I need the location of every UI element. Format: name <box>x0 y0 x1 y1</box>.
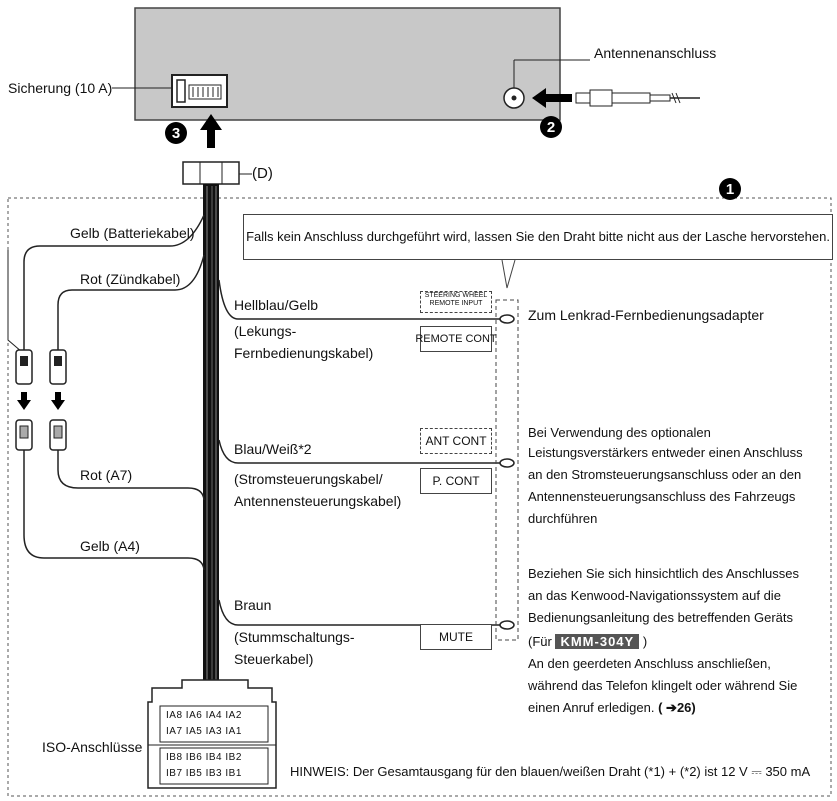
iso-pins-a-top: IA8 IA6 IA4 IA2 <box>166 710 242 721</box>
yellow-a4-label: Gelb (A4) <box>80 538 140 554</box>
connector-d <box>182 161 240 185</box>
nav-text-3: Bedienungsanleitung des betreffenden Ger… <box>528 610 794 625</box>
page-reference: ( ➔26) <box>658 700 696 715</box>
mute-tag: MUTE <box>420 624 492 650</box>
ground-text-2: während das Telefon klingelt oder währen… <box>528 678 798 693</box>
amp-text-4: Antennensteuerungsanschluss des Fahrzeug… <box>528 489 796 504</box>
steering-adapter-text: Zum Lenkrad-Fernbedienungsadapter <box>528 307 764 323</box>
antenna-arrow <box>532 88 572 108</box>
iso-pins-b-bottom: IB7 IB5 IB3 IB1 <box>166 768 242 779</box>
nav-text-1: Beziehen Sie sich hinsichtlich des Ansch… <box>528 566 799 581</box>
bluewhite-title: Blau/Weiß*2 <box>234 441 312 457</box>
p-cont-tag: P. CONT <box>420 468 492 494</box>
lightblue-title: Hellblau/Gelb <box>234 297 319 313</box>
step-2-badge: 2 <box>540 116 562 138</box>
ground-text-3: einen Anruf erledigen. ( ➔26) <box>528 700 696 715</box>
fuse-label: Sicherung (10 A) <box>8 80 113 96</box>
ant-cont-tag: ANT CONT <box>420 428 492 454</box>
lightblue-desc-2: Fernbedienungskabel) <box>234 345 374 361</box>
step-1-badge: 1 <box>719 178 741 200</box>
note-callout: Falls kein Anschluss durchgeführt wird, … <box>243 214 833 260</box>
antenna-label: Antennenanschluss <box>594 45 717 61</box>
iso-label: ISO-Anschlüsse <box>42 739 143 755</box>
amp-text-2: Leistungsverstärkers entweder einen Ansc… <box>528 445 803 460</box>
brown-desc-1: (Stummschaltungs- <box>234 629 355 645</box>
amp-text-5: durchführen <box>528 511 598 526</box>
insert-arrow <box>200 114 222 148</box>
yellow-battery-label: Gelb (Batteriekabel) <box>70 225 195 241</box>
lightblue-desc-1: (Lekungs- <box>234 323 297 339</box>
brown-desc-2: Steuerkabel) <box>234 651 314 667</box>
nav-text-2: an das Kenwood-Navigationssystem auf die <box>528 588 781 603</box>
for-model-line: (Für KMM-304Y ) <box>528 634 648 649</box>
kmm-model-badge: KMM-304Y <box>555 634 640 649</box>
iso-pins-a-bottom: IA7 IA5 IA3 IA1 <box>166 726 242 737</box>
brown-title: Braun <box>234 597 272 613</box>
amp-text-1: Bei Verwendung des optionalen <box>528 425 711 440</box>
red-a7-label: Rot (A7) <box>80 467 133 483</box>
hinweis-note: HINWEIS: Der Gesamtausgang für den blaue… <box>290 764 811 779</box>
step-3-badge: 3 <box>165 122 187 144</box>
bluewhite-desc-1: (Stromsteuerungskabel/ <box>234 471 383 487</box>
harness-frame <box>7 197 832 797</box>
remote-cont-tag: REMOTE CONT <box>415 326 497 352</box>
steering-wheel-tag: STEERING WHEEL REMOTE INPUT <box>420 291 492 313</box>
iso-pins-b-top: IB8 IB6 IB4 IB2 <box>166 752 242 763</box>
red-ignition-label: Rot (Zündkabel) <box>80 271 181 287</box>
note-text: Falls kein Anschluss durchgeführt wird, … <box>246 229 830 244</box>
amp-text-3: an den Stromsteuerungsanschluss oder an … <box>528 467 802 482</box>
connector-d-label: (D) <box>252 165 273 182</box>
ground-text-1: An den geerdeten Anschluss anschließen, <box>528 656 771 671</box>
bluewhite-desc-2: Antennensteuerungskabel) <box>234 493 402 509</box>
